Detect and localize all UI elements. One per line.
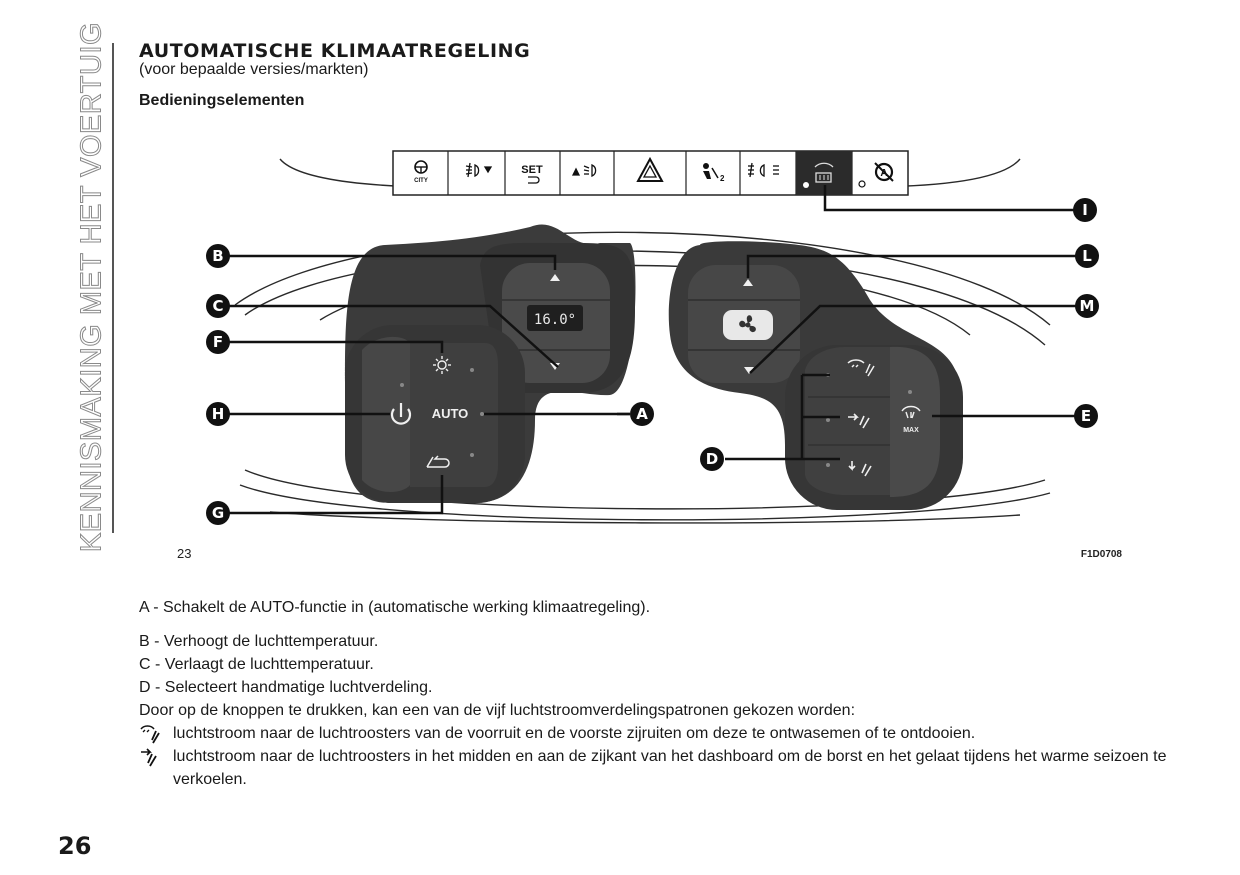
windscreen-vent-icon (847, 359, 875, 377)
max-defrost-button[interactable]: MAX (901, 405, 921, 435)
power-button[interactable] (390, 403, 412, 425)
svg-text:2: 2 (720, 174, 725, 183)
section-heading: Bedieningselementen (139, 92, 305, 109)
sidebar-chapter-label: KENNISMAKING MET HET VOERTUIG (75, 21, 108, 553)
passenger-airbag-icon[interactable]: 2 (703, 163, 725, 183)
set-label: SET (521, 164, 543, 176)
start-stop-off-icon[interactable]: A (858, 162, 894, 188)
set-speed-icon[interactable]: SET (521, 164, 543, 184)
recirculation-button[interactable] (426, 455, 450, 468)
description-d: D - Selecteert handmatige luchtverdeling… (139, 679, 433, 696)
face-vent-icon (139, 745, 173, 768)
callout-m: M (1075, 294, 1099, 318)
left-control-panel: 16.0° AUTO (345, 224, 636, 504)
svg-text:F: F (213, 333, 223, 351)
bullet-text: luchtstroom naar de luchtroosters in het… (173, 748, 1167, 788)
temperature-display: 16.0° (534, 312, 576, 328)
callout-i: I (1073, 198, 1097, 222)
fan-up-button[interactable] (743, 279, 753, 286)
face-vent-button[interactable] (848, 413, 870, 429)
auto-label: AUTO (432, 406, 469, 421)
bullet-text: luchtstroom naar de luchtroosters van de… (173, 725, 976, 742)
callout-d: D (700, 447, 724, 471)
temp-down-button[interactable] (550, 363, 560, 370)
max-label: MAX (903, 427, 919, 434)
description-c: C - Verlaagt de luchttemperatuur. (139, 656, 374, 673)
svg-text:H: H (212, 405, 225, 423)
temp-up-button[interactable] (550, 274, 560, 281)
callout-f: F (206, 330, 230, 354)
description-intro: Door op de knoppen te drukken, kan een v… (139, 702, 856, 719)
svg-text:C: C (212, 297, 223, 315)
description-text: A - Schakelt de AUTO-functie in (automat… (139, 596, 1169, 791)
page-number: 26 (58, 832, 92, 860)
description-a: A - Schakelt de AUTO-functie in (automat… (139, 599, 651, 616)
windscreen-vent-button[interactable] (847, 359, 875, 377)
description-b: B - Verhoogt de luchttemperatuur. (139, 633, 379, 650)
hazard-triangle-icon[interactable] (636, 156, 664, 182)
windscreen-vent-icon (139, 722, 173, 745)
climate-mode-button[interactable] (433, 356, 451, 374)
fan-speed-button[interactable] (723, 310, 773, 340)
callout-l: L (1075, 244, 1099, 268)
city-steering-icon[interactable]: CITY (414, 160, 428, 184)
svg-text:A: A (636, 405, 648, 423)
svg-text:G: G (212, 504, 224, 522)
max-defrost-icon (901, 405, 921, 419)
fan-down-button[interactable] (744, 367, 754, 374)
svg-text:D: D (706, 450, 718, 468)
callout-g: G (206, 501, 230, 525)
sidebar-rule (112, 43, 114, 533)
figure-code: F1D0708 (1081, 549, 1123, 560)
svg-text:A: A (880, 168, 887, 179)
callout-h: H (206, 402, 230, 426)
feet-vent-button[interactable] (848, 461, 872, 477)
sun-icon (433, 356, 451, 374)
svg-text:L: L (1082, 247, 1092, 265)
svg-text:M: M (1080, 297, 1095, 315)
callout-e: E (1074, 404, 1098, 428)
callout-a: A (630, 402, 654, 426)
face-vent-icon (848, 413, 870, 429)
auto-button[interactable]: AUTO (432, 406, 469, 421)
page-title: AUTOMATISCHE KLIMAATREGELING (139, 40, 531, 62)
svg-text:B: B (212, 247, 223, 265)
rear-fog-icon[interactable] (748, 162, 779, 178)
svg-text:I: I (1082, 201, 1088, 219)
climate-control-figure: CITY SET 2 (140, 135, 1140, 565)
callout-b: B (206, 244, 230, 268)
power-icon (390, 403, 412, 425)
city-label: CITY (414, 178, 428, 184)
figure-number: 23 (177, 546, 191, 561)
list-item: luchtstroom naar de luchtroosters in het… (139, 745, 1169, 791)
svg-text:E: E (1081, 407, 1091, 425)
recirculation-icon (426, 455, 450, 468)
switch-strip: CITY SET 2 (392, 150, 909, 196)
page-subtitle: (voor bepaalde versies/markten) (139, 61, 369, 78)
fan-icon (739, 315, 756, 333)
front-fog-icon[interactable] (465, 162, 493, 178)
feet-vent-icon (848, 461, 872, 477)
callout-c: C (206, 294, 230, 318)
rear-window-defrost-icon[interactable] (803, 162, 834, 188)
auto-headlight-icon[interactable] (571, 164, 597, 177)
list-item: luchtstroom naar de luchtroosters van de… (139, 722, 1169, 745)
